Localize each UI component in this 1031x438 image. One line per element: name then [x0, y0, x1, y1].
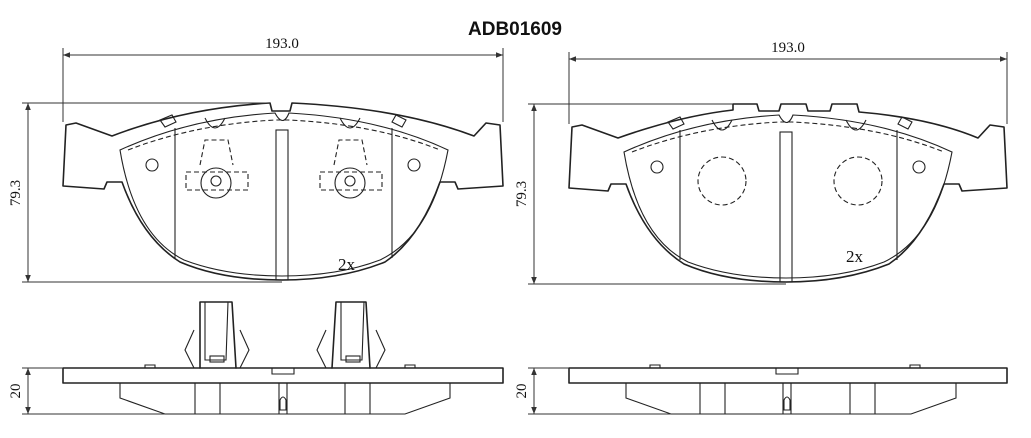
left-quantity-label: 2x: [338, 255, 356, 274]
left-height-label: 79.3: [8, 180, 24, 206]
right-height-label: 79.3: [514, 181, 530, 207]
left-pad-side-view: [62, 301, 504, 415]
left-pad-front-view: [62, 102, 504, 281]
right-width-dimension: 193.0: [568, 40, 1008, 124]
left-clip-outline-right: [319, 139, 383, 199]
right-pad-front-view: [568, 103, 1008, 283]
left-thickness-label: 20: [8, 384, 24, 399]
right-width-label: 193.0: [771, 40, 805, 56]
right-thickness-dimension: 20: [514, 367, 671, 415]
right-pad-side-view: [568, 364, 1008, 415]
left-height-dimension: 79.3: [8, 102, 282, 283]
left-width-label: 193.0: [265, 36, 299, 52]
right-quantity-label: 2x: [846, 247, 864, 266]
right-thickness-label: 20: [514, 384, 530, 399]
left-clip-outline-left: [185, 139, 249, 199]
left-width-dimension: 193.0: [62, 36, 504, 122]
part-number-title: ADB01609: [468, 19, 562, 40]
left-thickness-dimension: 20: [8, 367, 165, 415]
right-height-dimension: 79.3: [514, 103, 786, 285]
